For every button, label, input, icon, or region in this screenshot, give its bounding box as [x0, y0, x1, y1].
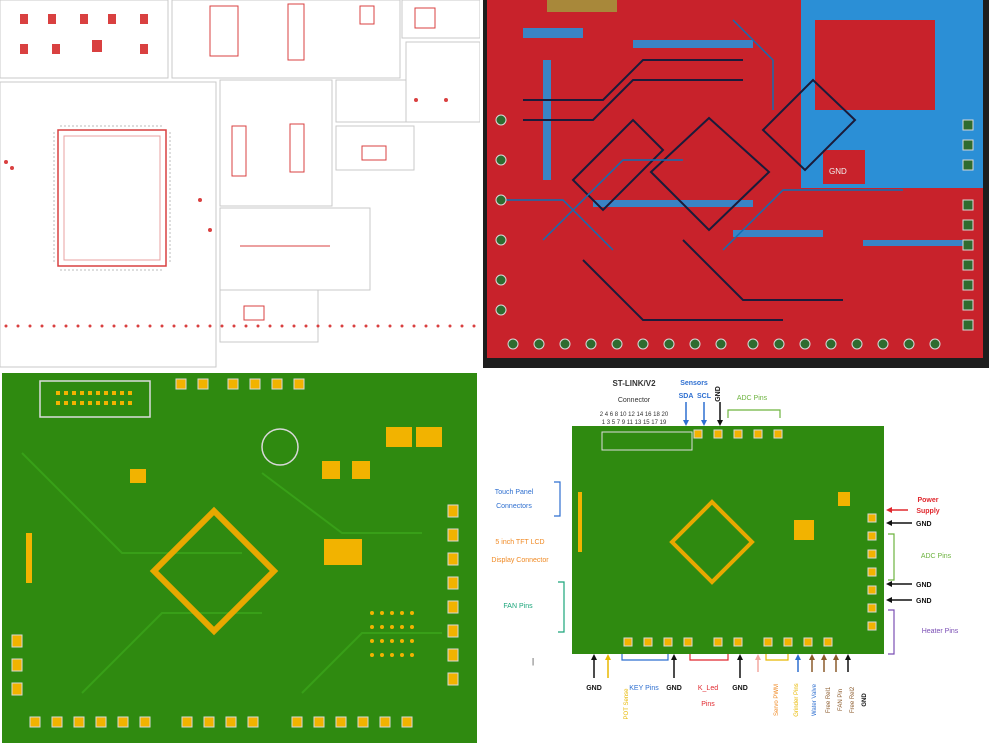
right-annotations: Power Supply GND ADC Pins GND GND Heater…	[886, 497, 959, 655]
power-label-1: Power	[917, 497, 938, 504]
right-gnd-2: GND	[916, 582, 932, 589]
stlink-pins-even: 2 4 6 8 10 12 14 16 18 20	[600, 412, 669, 418]
green-pcb-render	[2, 373, 477, 743]
pcb-layout-drawing: GND	[487, 0, 983, 358]
fan-pin-label: FAN Pin	[838, 689, 844, 711]
bottom-gnd-b: GND	[666, 685, 682, 692]
left-annotations: Touch Panel Connectors 5 inch TFT LCD Di…	[491, 481, 565, 666]
annotated-board-panel: ST-LINK/V2 Connector 2 4 6 8 10 12 14 16…	[484, 372, 1000, 750]
sda-label: SDA	[679, 393, 694, 400]
touch-panel-label-1: Touch Panel	[495, 489, 534, 496]
board-body	[572, 426, 884, 654]
lcd-label-1: 5 inch TFT LCD	[495, 539, 544, 546]
key-pins-label: KEY Pins	[629, 685, 659, 692]
svg-text:GND: GND	[829, 167, 847, 176]
pcb-layout-panel: GND	[483, 0, 989, 368]
green-pcb-panel	[2, 373, 477, 743]
stlink-title: ST-LINK/V2	[612, 379, 656, 388]
fan-pins-label: FAN Pins	[503, 603, 533, 610]
free-rel1-label: Free Rel1	[826, 686, 832, 713]
top-adc-label: ADC Pins	[737, 395, 768, 402]
power-label-2: Supply	[916, 508, 939, 515]
right-gnd-1: GND	[916, 521, 932, 528]
schematic-panel	[0, 0, 480, 372]
bottom-annotations: GND POT Sense KEY Pins GND K_Led Pins GN…	[586, 654, 868, 719]
bottom-gnd-d: GND	[862, 693, 868, 707]
annotated-board-drawing: ST-LINK/V2 Connector 2 4 6 8 10 12 14 16…	[491, 379, 959, 719]
right-gnd-3: GND	[916, 598, 932, 605]
bottom-gnd-c: GND	[732, 685, 748, 692]
stlink-pins-odd: 1 3 5 7 9 11 13 15 17 19	[602, 420, 667, 426]
heater-pins-label: Heater Pins	[922, 628, 959, 635]
scl-label: SCL	[697, 393, 712, 400]
kled-label-1: K_Led	[698, 685, 718, 692]
free-rel2-label: Free Rel2	[850, 686, 856, 713]
top-gnd-label: GND	[715, 386, 722, 402]
right-adc-label: ADC Pins	[921, 553, 952, 560]
pot-sense-label: POT Sense	[624, 688, 630, 720]
top-annotations: ST-LINK/V2 Connector 2 4 6 8 10 12 14 16…	[600, 379, 781, 426]
water-valve-label: Water Valve	[812, 683, 818, 716]
touch-panel-label-2: Connectors	[496, 503, 532, 510]
kled-label-2: Pins	[701, 701, 715, 708]
cursor-mark: |	[532, 657, 534, 666]
grinder-pins-label: Grinder Pins	[794, 683, 800, 716]
bottom-gnd-a: GND	[586, 685, 602, 692]
schematic-drawing	[0, 0, 480, 368]
servo-pwm-label: Servo PWM	[774, 684, 780, 716]
sensors-title: Sensors	[680, 380, 708, 387]
stlink-subtitle: Connector	[618, 397, 651, 404]
lcd-label-2: Display Connector	[491, 557, 549, 564]
